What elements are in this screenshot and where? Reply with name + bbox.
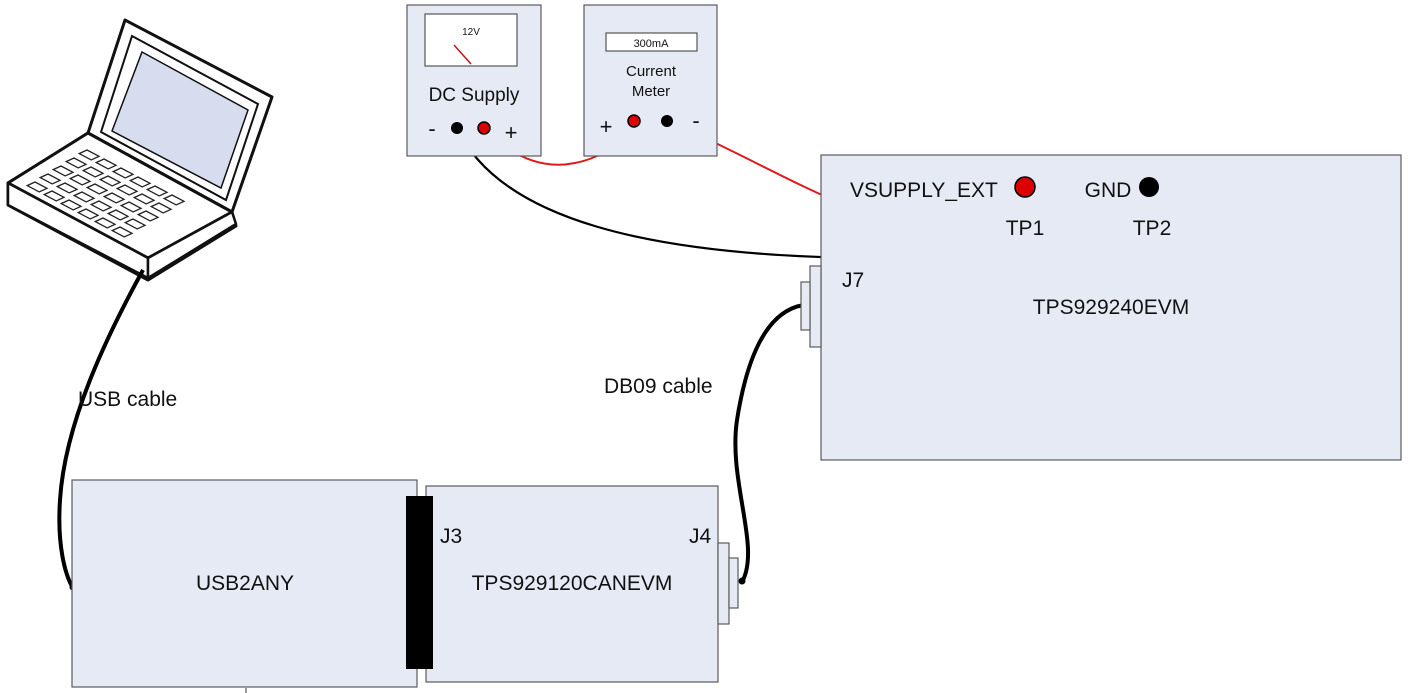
keyboard-key	[110, 226, 134, 238]
keyboard-key	[72, 191, 96, 203]
usb-cable-label: USB cable	[78, 388, 177, 411]
tp1-id-label: TP1	[1006, 217, 1045, 240]
dc-supply-plus-terminal[interactable]	[477, 121, 491, 135]
dc-supply-label: DC Supply	[429, 85, 520, 106]
j4-connector[interactable]	[717, 542, 730, 625]
current-meter-label-line1: Current	[626, 63, 677, 80]
evm-main-board-name: TPS929240EVM	[1033, 296, 1189, 319]
dc-supply-minus-label: -	[428, 116, 435, 141]
keyboard-key	[119, 201, 143, 213]
db09-cable-label: DB09 cable	[604, 375, 713, 398]
keyboard-key	[76, 208, 100, 220]
keyboard-key	[89, 200, 113, 212]
keyboard-key	[64, 157, 88, 169]
dc-supply: 12V DC Supply - +	[406, 4, 542, 157]
tp2-id-label: TP2	[1133, 217, 1172, 240]
current-meter-minus-terminal[interactable]	[661, 115, 673, 127]
keyboard-key	[94, 158, 118, 170]
tp2-terminal[interactable]	[1139, 177, 1159, 197]
keyboard-key	[102, 192, 126, 204]
j3-connector[interactable]	[406, 496, 433, 669]
current-meter-plus-label: +	[600, 114, 613, 139]
dc-supply-minus-terminal[interactable]	[451, 122, 463, 134]
j7-label: J7	[842, 269, 864, 292]
keyboard-key	[81, 166, 105, 178]
current-meter-label-line2: Meter	[632, 83, 670, 100]
keyboard-key	[85, 183, 109, 195]
can-evm-board-name: TPS929120CANEVM	[472, 572, 673, 595]
keyboard-key	[106, 209, 130, 221]
keyboard-key	[93, 217, 117, 229]
usb2any-name: USB2ANY	[196, 572, 294, 595]
keyboard-key	[111, 167, 135, 179]
gauge-needle	[453, 44, 472, 65]
keyboard-key	[38, 173, 62, 185]
keyboard-key	[51, 165, 75, 177]
keyboard-key	[145, 185, 169, 197]
keyboard-key	[149, 202, 173, 214]
usb2any-box: USB2ANY	[71, 479, 418, 688]
tp1-net-label: VSUPPLY_EXT	[850, 179, 998, 202]
keyboard-key	[77, 149, 101, 161]
keyboard-key	[25, 181, 49, 193]
current-meter-display-value: 300mA	[634, 38, 670, 50]
evm-main-board: VSUPPLY_EXT TP1 GND TP2 J7 TPS929240EVM	[800, 154, 1402, 461]
current-meter: 300mA Current Meter + -	[583, 4, 718, 157]
keyboard-key	[115, 184, 139, 196]
j4-label: J4	[689, 525, 712, 548]
db09-cable	[733, 303, 805, 581]
usb-cable	[57, 269, 145, 590]
laptop-icon	[6, 18, 274, 282]
keyboard-key	[123, 218, 147, 230]
tp2-net-label: GND	[1085, 179, 1132, 202]
keyboard-key	[128, 176, 152, 188]
dc-supply-display-value: 12V	[462, 27, 480, 38]
keyboard-key	[136, 210, 160, 222]
keyboard-key	[162, 194, 186, 206]
current-meter-minus-label: -	[692, 108, 699, 133]
j3-label: J3	[440, 525, 462, 548]
current-meter-plus-terminal[interactable]	[627, 114, 641, 128]
keyboard-key	[68, 174, 92, 186]
keyboard-key	[42, 190, 66, 202]
keyboard-key	[98, 175, 122, 187]
tp1-terminal[interactable]	[1014, 176, 1036, 198]
dc-supply-plus-label: +	[505, 120, 518, 145]
can-evm-board: J3 J4 TPS929120CANEVM	[406, 485, 739, 683]
keyboard-key	[55, 182, 79, 194]
keyboard-key	[132, 193, 156, 205]
keyboard-key	[59, 199, 83, 211]
j7-connector[interactable]	[809, 265, 822, 348]
